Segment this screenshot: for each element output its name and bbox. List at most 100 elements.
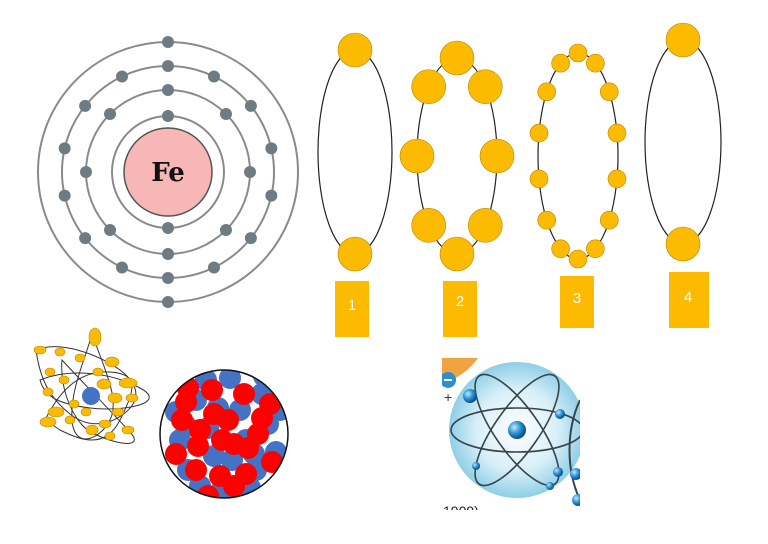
electron [411, 207, 447, 243]
electron [162, 84, 174, 96]
electron [116, 261, 129, 274]
electron-ball [555, 409, 565, 419]
electron [85, 424, 99, 436]
electron [80, 407, 92, 417]
proton [165, 443, 187, 465]
electron-ball [553, 467, 563, 477]
electron [74, 353, 86, 363]
second-atom-edge [568, 399, 580, 501]
electron [586, 53, 605, 73]
proton [189, 419, 211, 441]
electron [207, 70, 220, 83]
label-text: 2 [456, 293, 464, 310]
electron [568, 249, 588, 269]
electrons [58, 36, 278, 308]
year-caption: 1909) [443, 503, 479, 519]
label-text: 4 [684, 289, 692, 306]
electron [529, 123, 549, 143]
electron [265, 189, 278, 202]
electron [104, 223, 117, 236]
electron [665, 226, 701, 262]
electron [162, 110, 174, 122]
orbit-ellipse [644, 39, 722, 245]
electron [439, 40, 475, 76]
electron [96, 378, 112, 390]
electrons [399, 40, 515, 272]
electron [599, 210, 619, 230]
ellipse-model-4: 4 [644, 22, 722, 328]
proton [185, 459, 207, 481]
label-box [560, 276, 594, 328]
electron [64, 415, 76, 425]
label-box [443, 281, 477, 337]
neutron [221, 449, 243, 471]
proton [237, 437, 259, 459]
electron [58, 375, 70, 385]
nucleus-ball [508, 421, 526, 439]
electron [125, 393, 139, 403]
electron [121, 425, 135, 435]
electron [607, 169, 627, 189]
electron [118, 377, 138, 389]
proton [211, 429, 233, 451]
electron [551, 239, 570, 259]
electron [80, 166, 92, 178]
ellipse-model-2: 2 [399, 40, 515, 337]
proton [217, 409, 239, 431]
electrons [337, 32, 373, 272]
electron-ball [570, 468, 580, 480]
nucleus-particle-model [159, 369, 289, 499]
electron [219, 108, 232, 121]
electron [58, 189, 71, 202]
electron [337, 236, 373, 272]
electron [265, 142, 278, 155]
electron [162, 36, 174, 48]
electron [58, 142, 71, 155]
electron-ball [463, 389, 477, 403]
proton [261, 451, 283, 473]
electron-ball [472, 462, 480, 470]
electron [54, 347, 66, 357]
electron [42, 387, 54, 397]
electron [104, 356, 120, 368]
orbits [450, 373, 580, 487]
tangled-orbit-model [33, 327, 150, 444]
electron [479, 138, 515, 174]
electron [599, 82, 619, 102]
electron [207, 261, 220, 274]
label-box [669, 272, 709, 328]
electron [162, 272, 174, 284]
electron [244, 166, 256, 178]
electron [162, 60, 174, 72]
ellipse-model-1: 1 [317, 32, 393, 337]
atom-photo: + 1909) [442, 358, 580, 519]
electron [104, 108, 117, 121]
electrons [529, 43, 627, 269]
electron [537, 210, 557, 230]
proton [223, 475, 245, 497]
electron [439, 236, 475, 272]
electron [33, 345, 47, 355]
orbit-ellipse [317, 49, 393, 255]
electron [219, 223, 232, 236]
electron [162, 296, 174, 308]
ellipse-model-3: 3 [529, 43, 627, 328]
electron [467, 207, 503, 243]
neutron [219, 370, 241, 389]
electron [586, 239, 605, 259]
electron [68, 399, 80, 409]
electron [47, 406, 65, 418]
electron [111, 407, 125, 417]
electron [39, 416, 57, 428]
electron [537, 82, 557, 102]
electron [162, 222, 174, 234]
proton [201, 379, 223, 401]
electron [107, 392, 123, 404]
electron [399, 138, 435, 174]
bohr-model-iron: Fe [37, 36, 299, 308]
electron-ball [546, 482, 554, 490]
electron [244, 232, 257, 245]
electron [162, 248, 174, 260]
electrons [665, 22, 701, 262]
outer-sphere-outline [159, 369, 289, 499]
